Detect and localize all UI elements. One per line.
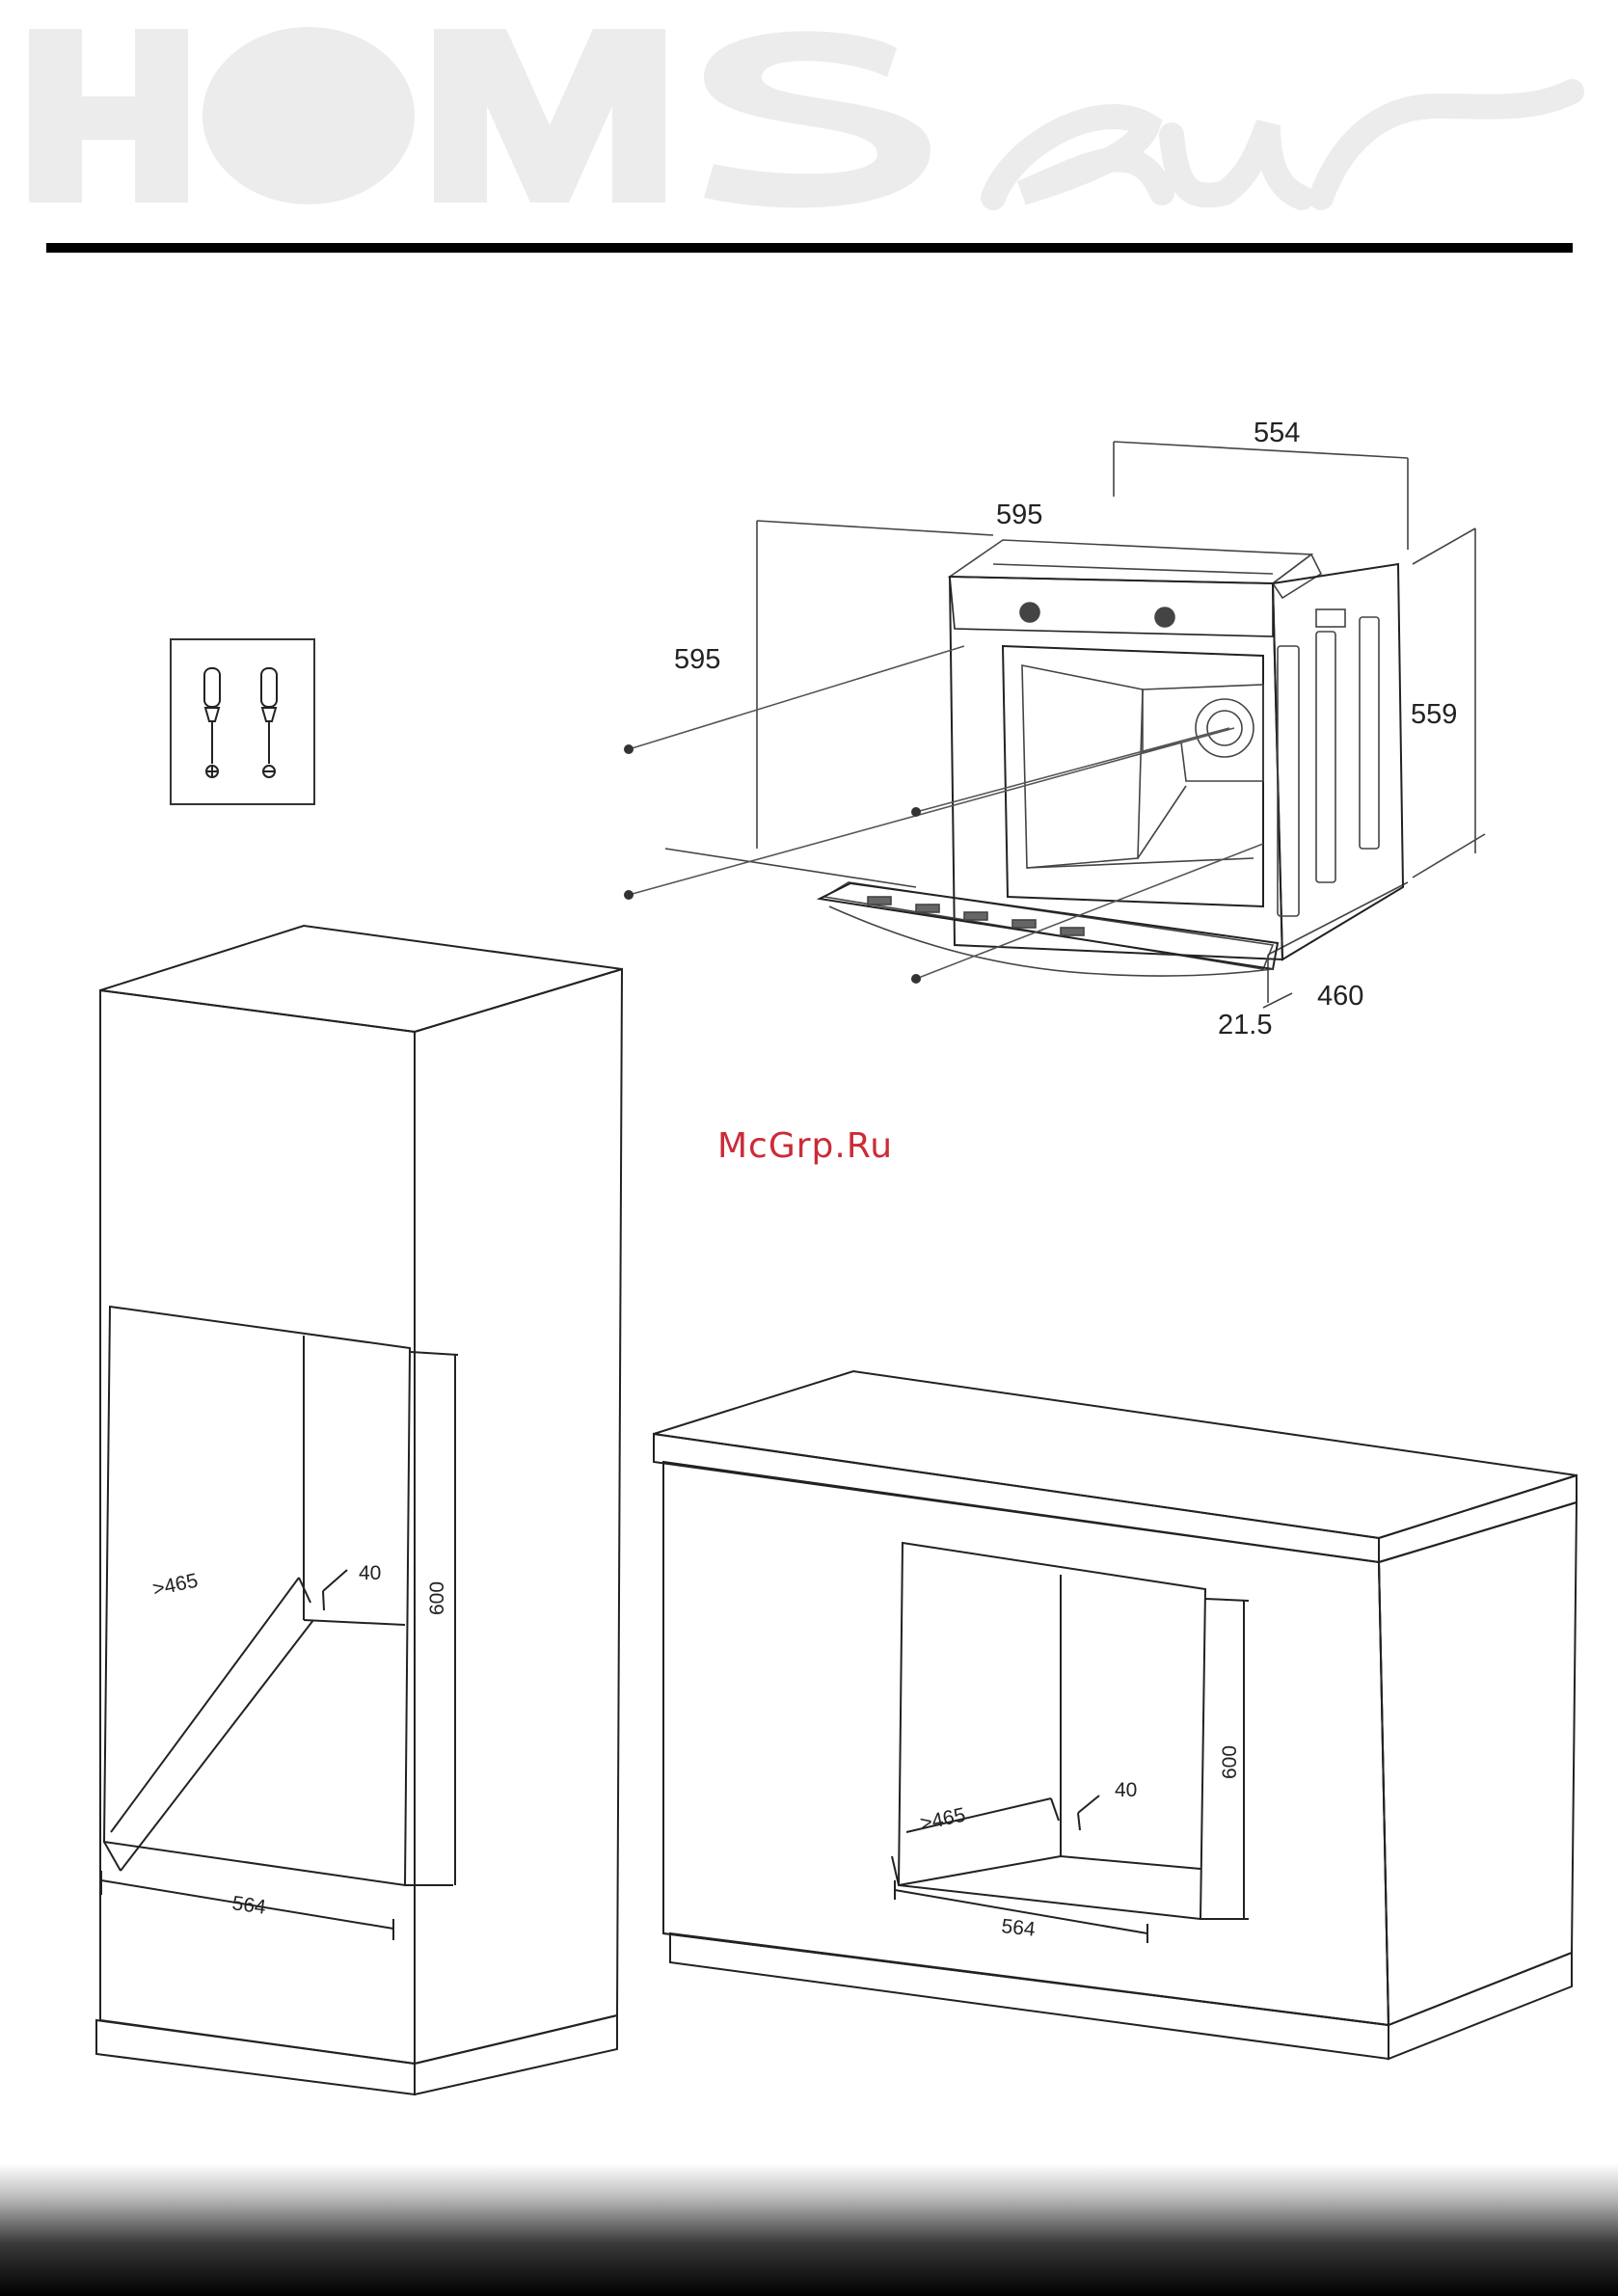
dim-top-depth: 554: [1254, 418, 1300, 448]
dim-side-depth: 460: [1317, 981, 1363, 1012]
homsair-logo: [29, 19, 1591, 222]
dim-front-width: 595: [996, 500, 1042, 530]
base-cabinet-drawing: 600 >465 40 564: [646, 1360, 1591, 2073]
tall-dim-width: 564: [230, 1892, 267, 1919]
base-dim-depth: >465: [918, 1804, 967, 1835]
dim-height: 595: [674, 644, 720, 675]
footer-gradient-bar: [0, 2164, 1618, 2296]
watermark-text: McGrp.Ru: [717, 1126, 893, 1166]
tall-dim-height: 600: [426, 1581, 448, 1615]
dim-door-thickness: 21.5: [1218, 1010, 1272, 1040]
base-dim-height: 600: [1219, 1745, 1241, 1779]
header-rule: [46, 243, 1573, 253]
oven-dimension-drawing: 554 595 595 559 460 21.5: [598, 405, 1504, 1061]
tall-cabinet-drawing: 600 >465 40 564: [87, 916, 636, 2141]
tall-dim-gap: 40: [359, 1562, 381, 1584]
tall-dim-depth: >465: [150, 1570, 200, 1601]
dim-side-height: 559: [1411, 699, 1457, 730]
base-dim-width: 564: [1000, 1915, 1037, 1941]
base-dim-gap: 40: [1115, 1779, 1137, 1801]
screwdriver-tools-icon: [170, 638, 316, 806]
